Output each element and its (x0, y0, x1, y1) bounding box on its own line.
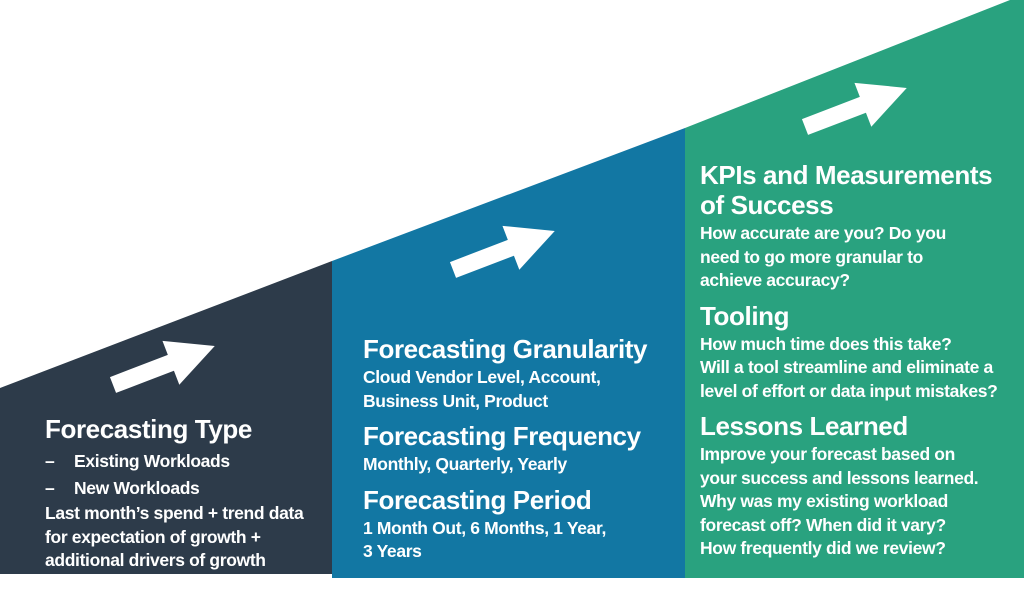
bullet-item: – New Workloads (45, 475, 345, 502)
bullet-label: New Workloads (74, 478, 200, 498)
section-forecasting-frequency: Forecasting Frequency Monthly, Quarterly… (363, 421, 685, 477)
section-heading: KPIs and Measurements of Success (700, 160, 993, 220)
section-lessons-learned: Lessons Learned Improve your forecast ba… (700, 411, 1024, 561)
panel-body-text: Last month’s spend + trend data for expe… (45, 503, 304, 570)
section-heading: Tooling (700, 300, 790, 331)
section-forecasting-period: Forecasting Period 1 Month Out, 6 Months… (363, 485, 685, 564)
step-3-panel-shape (685, 0, 1024, 578)
up-right-arrow-icon (449, 225, 555, 278)
step-2-panel-shape (332, 128, 685, 578)
section-body-text: How accurate are you? Do you need to go … (700, 223, 946, 290)
bullet-dash: – (45, 478, 55, 498)
section-heading: Lessons Learned (700, 411, 908, 441)
panel-forecasting-details: Forecasting Granularity Cloud Vendor Lev… (363, 334, 685, 564)
section-heading: Forecasting Granularity (363, 334, 648, 364)
bullet-list: – Existing Workloads – New Workloads (45, 448, 345, 502)
panel-forecasting-type: Forecasting Type – Existing Workloads – … (45, 414, 345, 573)
bullet-dash: – (45, 451, 55, 471)
section-body-text: Monthly, Quarterly, Yearly (363, 454, 567, 474)
up-right-arrow-icon (109, 340, 215, 393)
section-tooling: Tooling How much time does this take? Wi… (700, 301, 1024, 404)
up-right-arrow-icon (801, 82, 907, 135)
bullet-label: Existing Workloads (74, 451, 230, 471)
section-heading: Forecasting Frequency (363, 421, 641, 451)
section-body-text: Improve your forecast based on your succ… (700, 444, 979, 558)
bullet-item: – Existing Workloads (45, 448, 345, 475)
section-body-text: 1 Month Out, 6 Months, 1 Year, 3 Years (363, 517, 606, 562)
panel-kpis-tooling-lessons: KPIs and Measurements of Success How acc… (700, 160, 1024, 561)
section-heading: Forecasting Period (363, 484, 592, 515)
section-forecasting-granularity: Forecasting Granularity Cloud Vendor Lev… (363, 334, 685, 413)
section-body-text: Cloud Vendor Level, Account, Business Un… (363, 367, 601, 411)
section-body-text: How much time does this take? Will a too… (700, 333, 998, 401)
section-kpis-measurements: KPIs and Measurements of Success How acc… (700, 160, 1024, 293)
panel-heading: Forecasting Type (45, 414, 252, 444)
step-1-panel-shape (0, 261, 332, 574)
